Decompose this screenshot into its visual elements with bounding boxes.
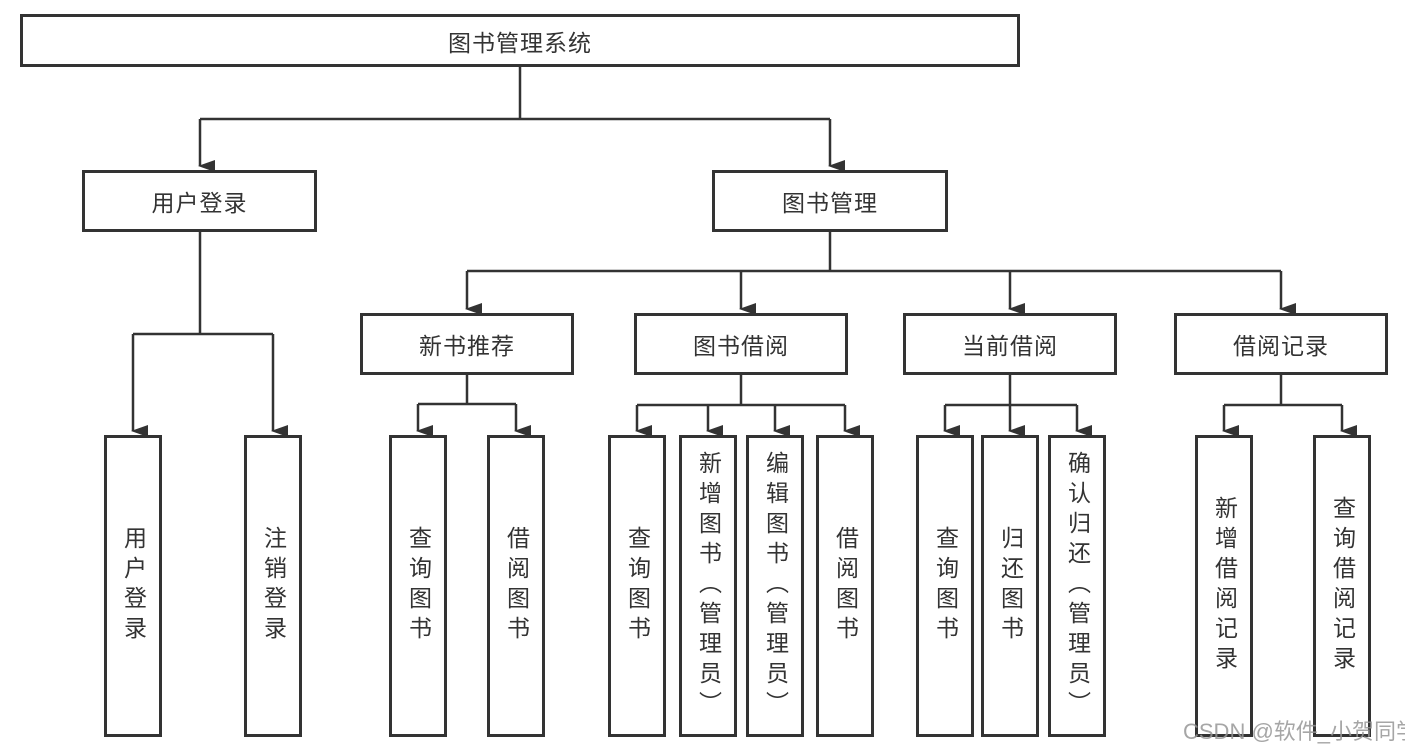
leaf-label: 查询借阅记录 xyxy=(1329,496,1356,676)
node-label: 图书管理系统 xyxy=(448,29,592,56)
leaf-query-books: 查询图书 xyxy=(608,435,666,737)
leaf-label: 用户登录 xyxy=(120,526,147,646)
leaf-query-borrow-record: 查询借阅记录 xyxy=(1313,435,1371,737)
leaf-label: 新增借阅记录 xyxy=(1211,496,1238,676)
leaf-add-books-admin: 新增图书（管理员） xyxy=(679,435,737,737)
node-current-borrowing: 当前借阅 xyxy=(903,313,1117,375)
leaf-label: 编辑图书（管理员） xyxy=(762,451,789,721)
node-label: 图书管理 xyxy=(782,190,878,216)
leaf-label: 注销登录 xyxy=(260,526,287,646)
node-library-management-system: 图书管理系统 xyxy=(20,14,1020,67)
node-label: 借阅记录 xyxy=(1233,333,1329,359)
leaf-borrow-books: 借阅图书 xyxy=(487,435,545,737)
node-book-borrowing: 图书借阅 xyxy=(634,313,848,375)
node-label: 当前借阅 xyxy=(962,333,1058,359)
leaf-label: 归还图书 xyxy=(997,526,1024,646)
leaf-query-books: 查询图书 xyxy=(916,435,974,737)
node-label: 图书借阅 xyxy=(693,333,789,359)
leaf-label: 确认归还（管理员） xyxy=(1064,451,1091,721)
csdn-watermark: CSDN @软件_小贺同学 xyxy=(1183,719,1405,744)
leaf-return-books: 归还图书 xyxy=(981,435,1039,737)
leaf-query-books: 查询图书 xyxy=(389,435,447,737)
leaf-user-login: 用户登录 xyxy=(104,435,162,737)
leaf-label: 查询图书 xyxy=(932,526,959,646)
leaf-add-borrow-record: 新增借阅记录 xyxy=(1195,435,1253,737)
leaf-label: 查询图书 xyxy=(405,526,432,646)
node-label: 用户登录 xyxy=(151,190,248,216)
node-new-book-recommend: 新书推荐 xyxy=(360,313,574,375)
leaf-confirm-return-admin: 确认归还（管理员） xyxy=(1048,435,1106,737)
node-borrowing-records: 借阅记录 xyxy=(1174,313,1388,375)
leaf-edit-books-admin: 编辑图书（管理员） xyxy=(746,435,804,737)
leaf-logout: 注销登录 xyxy=(244,435,302,737)
leaf-label: 新增图书（管理员） xyxy=(695,451,722,721)
node-book-management: 图书管理 xyxy=(712,170,948,232)
node-user-login: 用户登录 xyxy=(82,170,317,232)
leaf-borrow-books: 借阅图书 xyxy=(816,435,874,737)
node-label: 新书推荐 xyxy=(419,333,515,359)
leaf-label: 借阅图书 xyxy=(503,526,530,646)
leaf-label: 借阅图书 xyxy=(832,526,859,646)
leaf-label: 查询图书 xyxy=(624,526,651,646)
